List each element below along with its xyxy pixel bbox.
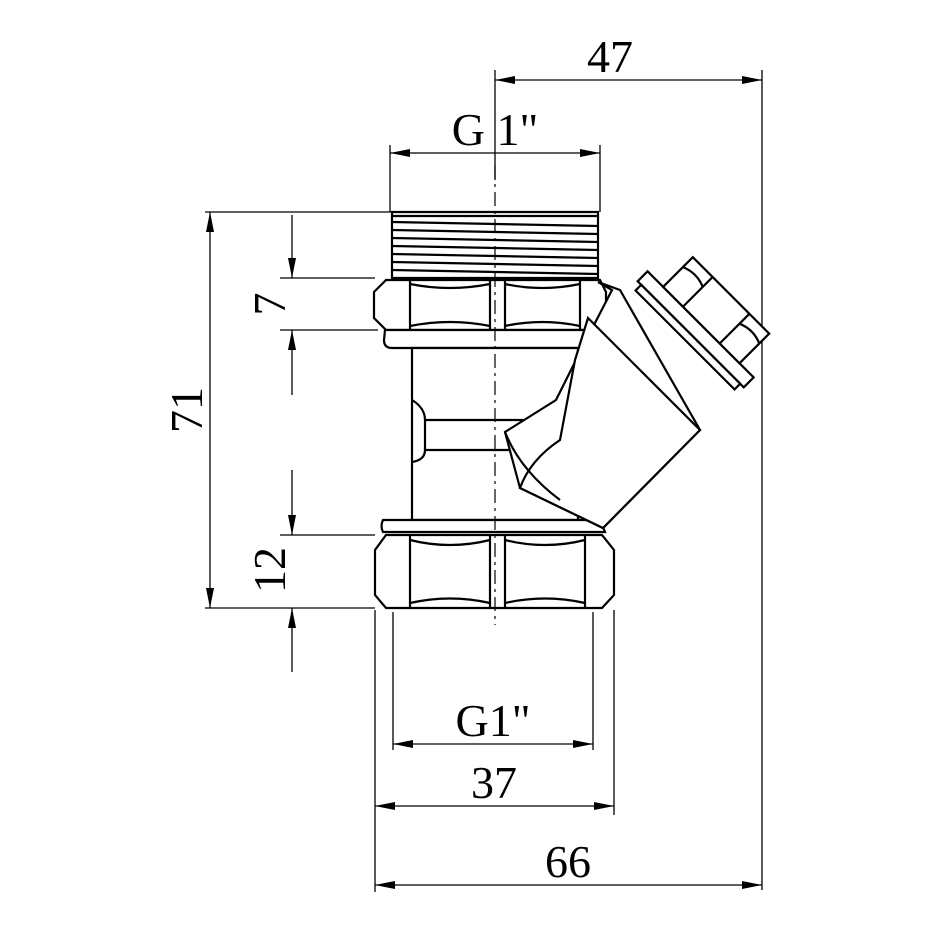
upper-collar [382, 328, 592, 350]
upper-hex-nut [372, 278, 608, 332]
dim-label-12: 12 [244, 547, 295, 593]
lower-collar [380, 518, 607, 534]
strainer-branch [503, 255, 771, 530]
dimension-labels: 47 G 1" 71 7 12 G1" 37 66 [161, 31, 633, 887]
dim-label-7: 7 [244, 293, 295, 316]
dim-label-bottom-thread: G1" [456, 695, 531, 746]
dim-label-37: 37 [471, 757, 517, 808]
dim-label-47: 47 [587, 31, 633, 82]
dim-label-71: 71 [161, 387, 212, 433]
dim-label-66: 66 [545, 836, 591, 887]
strainer-part [372, 165, 771, 625]
dim-label-top-thread: G 1" [452, 104, 539, 155]
dimension-lines [206, 76, 762, 889]
